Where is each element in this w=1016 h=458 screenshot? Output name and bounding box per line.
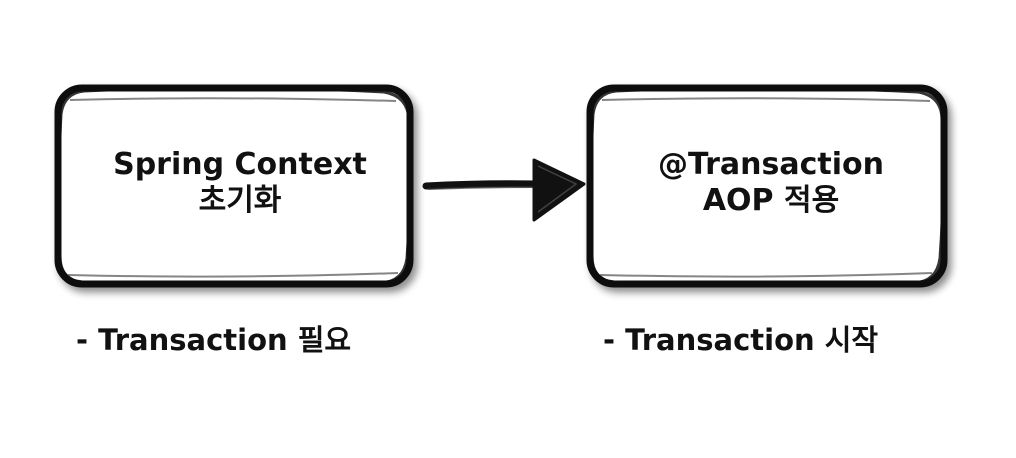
box-spring-context-line1: Spring Context — [113, 147, 367, 182]
arrow-head — [532, 158, 586, 222]
note-transaction-required: - Transaction 필요 — [76, 323, 352, 357]
box-transaction-aop-line2: AOP 적용 — [702, 183, 840, 218]
box-transaction-aop — [586, 84, 948, 288]
box-spring-context-line2: 초기화 — [198, 183, 282, 218]
box-spring-context-label: Spring Context 초기화 — [92, 147, 388, 219]
arrow-connector — [422, 158, 586, 222]
box-spring-context — [54, 84, 414, 288]
box-transaction-aop-label: @Transaction AOP 적용 — [620, 147, 922, 219]
box-transaction-aop-line1: @Transaction — [657, 147, 885, 182]
note-transaction-start: - Transaction 시작 — [603, 323, 879, 357]
